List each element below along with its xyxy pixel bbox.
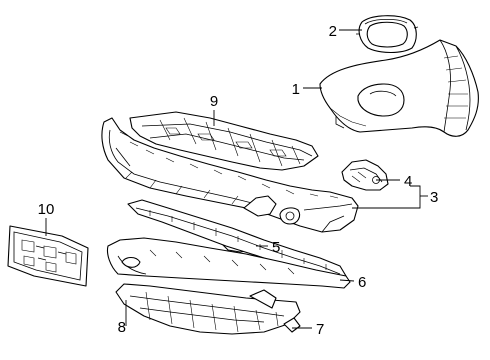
callout-2: 2 [329, 23, 337, 40]
lower-deflector [249, 289, 301, 333]
callout-labels: 2 1 9 4 3 5 6 7 8 10 [38, 23, 439, 338]
callout-4: 4 [404, 173, 412, 190]
fog-lamp-bezel-ring [356, 15, 419, 54]
callout-6: 6 [358, 274, 366, 291]
callout-1: 1 [292, 81, 300, 98]
callout-3: 3 [430, 189, 438, 206]
callout-9: 9 [210, 93, 218, 110]
energy-absorber [129, 111, 319, 171]
license-plate-bracket [7, 225, 89, 287]
fascia-side-panel [319, 39, 479, 137]
callout-8: 8 [118, 319, 126, 336]
callout-7: 7 [316, 321, 324, 338]
leader-6 [339, 279, 355, 282]
lower-fascia-panel [106, 237, 351, 289]
callout-5: 5 [272, 239, 280, 256]
leader-lines [45, 29, 428, 329]
side-bracket [341, 159, 389, 191]
bumper-assembly [101, 117, 359, 233]
lower-grille-insert [115, 283, 301, 335]
leader-3 [352, 185, 421, 209]
callout-10: 10 [38, 201, 55, 218]
